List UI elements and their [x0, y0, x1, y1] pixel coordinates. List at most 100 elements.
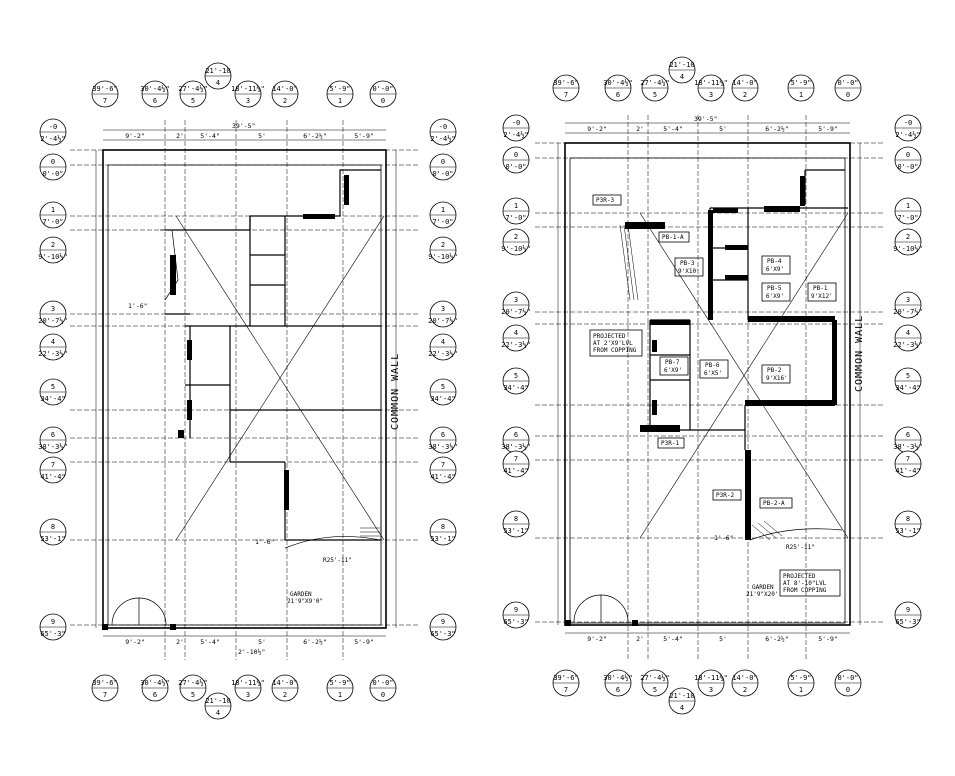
right-plan-bubbles: 739'-6"739'-6"630'-4½"630'-4½"527'-4½"52…: [501, 56, 923, 715]
bubble-value: 20'-7½": [501, 308, 531, 316]
garden-size-label: 21'9"X9'0": [287, 598, 323, 605]
stair-hatch: [360, 527, 380, 537]
dimension-text: 5'-4": [663, 635, 683, 643]
bubble-value: 34'-4": [895, 384, 920, 392]
bubble-number: 4: [441, 338, 445, 346]
grid-bubble: 214'-0": [731, 669, 759, 697]
grid-bubble: 5 34'-4": [429, 378, 457, 406]
grid-bubble: 29'-10½": [428, 236, 458, 264]
dimension-text: 6'-2½": [765, 635, 788, 643]
pb-label: 6'X9': [766, 266, 784, 273]
right-plan-labels: COMMON WALL GARDEN 21'9"X20' R25'-11" 1'…: [593, 115, 865, 598]
bubble-number: 7: [441, 461, 445, 469]
dimension-text: 5'-4": [663, 125, 683, 133]
bubble-value: 0'-0": [432, 170, 453, 178]
bubble-value: 65'-3": [40, 630, 65, 638]
garden-label: GARDEN: [752, 584, 774, 591]
bubble-value: 41'-4": [40, 473, 65, 481]
grid-bubble: 534'-4": [894, 367, 922, 395]
bubble-value: 0'-0": [897, 163, 918, 171]
bubble-value: 5'-9": [790, 79, 811, 87]
bubble-number: 5: [441, 383, 445, 391]
bubble-value: 0'-0": [505, 163, 526, 171]
pb-label: 9'X10': [678, 268, 700, 275]
bubble-number: 5: [653, 686, 657, 694]
grid-bubble: 739'-6": [91, 80, 119, 108]
grid-bubble: 965'-3": [502, 601, 530, 629]
bubble-value: 20'-7½": [428, 317, 458, 325]
grid-bubble: 630'-4½": [140, 674, 170, 702]
grid-bubble: 534'-4": [502, 367, 530, 395]
bubble-number: 0: [441, 158, 445, 166]
bubble-value: 14'-0": [732, 79, 757, 87]
dimension-text: 5'-9": [354, 132, 374, 140]
bubble-value: 0'-0": [837, 79, 858, 87]
bubble-number: 1: [799, 91, 803, 99]
dimension-text: 2': [176, 638, 184, 646]
bubble-value: 9'-10½": [501, 245, 531, 253]
projected-note-2: PROJECTED: [783, 573, 816, 580]
bubble-number: 1: [514, 202, 518, 210]
grid-bubble: 0 0'-0": [894, 146, 922, 174]
bubble-number: 0: [381, 691, 385, 699]
bubble-number: -0: [904, 119, 912, 127]
bubble-value: 0'-0": [42, 170, 63, 178]
grid-bubble: 739'-6": [552, 669, 580, 697]
bubble-number: 2: [906, 233, 910, 241]
grid-bubble: 422'-3½": [893, 324, 923, 352]
grid-bubble: 527'-4½": [640, 74, 670, 102]
bubble-value: 18'-11½": [694, 674, 728, 682]
bubble-number: 0: [846, 686, 850, 694]
dimension-text: 6'-2½": [303, 132, 326, 140]
bubble-number: 1: [51, 206, 55, 214]
bubble-value: 27'-4½": [178, 679, 208, 687]
pb-label: 6'X5': [704, 370, 722, 377]
projected-note-1: FROM COPPING: [593, 347, 637, 354]
bubble-value: 0'-0": [372, 85, 393, 93]
bubble-number: 4: [51, 338, 55, 346]
dim-label-a: 1'-6": [128, 302, 148, 310]
bubble-value: 2'-4½": [895, 131, 920, 139]
grid-bubble: 965'-3": [894, 601, 922, 629]
dimension-text: 9'-2": [125, 638, 145, 646]
common-wall-label: COMMON WALL: [390, 353, 401, 430]
bubble-number: 4: [680, 704, 684, 712]
pb-label: PB-4: [767, 258, 782, 265]
partitions: [649, 169, 848, 450]
bubble-number: 3: [514, 296, 518, 304]
bubble-number: -0: [512, 119, 520, 127]
grid-bubble: 741'-4": [502, 450, 530, 478]
pb-label: PB-5: [767, 285, 782, 292]
dimension-text: 2': [636, 125, 644, 133]
pb-label: PB-2-A: [763, 500, 785, 507]
bubble-value: 34'-4": [430, 395, 455, 403]
bubble-number: 0: [51, 158, 55, 166]
grid-bubble: 421'-10: [204, 62, 232, 90]
bubble-number: 6: [441, 431, 445, 439]
bubble-value: 0'-0": [837, 674, 858, 682]
dimension-text: 2': [176, 132, 184, 140]
bubble-value: 39'-6": [553, 79, 578, 87]
bubble-number: 0: [906, 151, 910, 159]
grid-bubble: 630'-4½": [603, 74, 633, 102]
bubble-number: 7: [514, 455, 518, 463]
dim-label-a: 1'-6": [714, 534, 734, 542]
bubble-value: 21'-10: [669, 61, 694, 69]
grid-bubble: 318'-11½": [694, 74, 728, 102]
bubble-number: -0: [439, 123, 447, 131]
dimension-text: 5': [258, 638, 266, 646]
bubble-number: 9: [441, 618, 445, 626]
bubble-number: 5: [653, 91, 657, 99]
bubble-value: 22'-3½": [501, 341, 531, 349]
inner-wall: [107, 164, 382, 626]
grid-bubble: 638'-3½": [893, 426, 923, 454]
bubble-value: 27'-4½": [178, 85, 208, 93]
grid-bubble: 00'-0": [834, 74, 862, 102]
diagonal-lines: [175, 215, 385, 541]
grid-bubble: 421'-10: [668, 687, 696, 715]
pb-label: P3R-1: [661, 440, 679, 447]
grid-bubble: 320'-7½": [38, 300, 68, 328]
inner-wall: [569, 157, 846, 624]
thick-walls: [565, 176, 837, 626]
bubble-number: 1: [441, 206, 445, 214]
